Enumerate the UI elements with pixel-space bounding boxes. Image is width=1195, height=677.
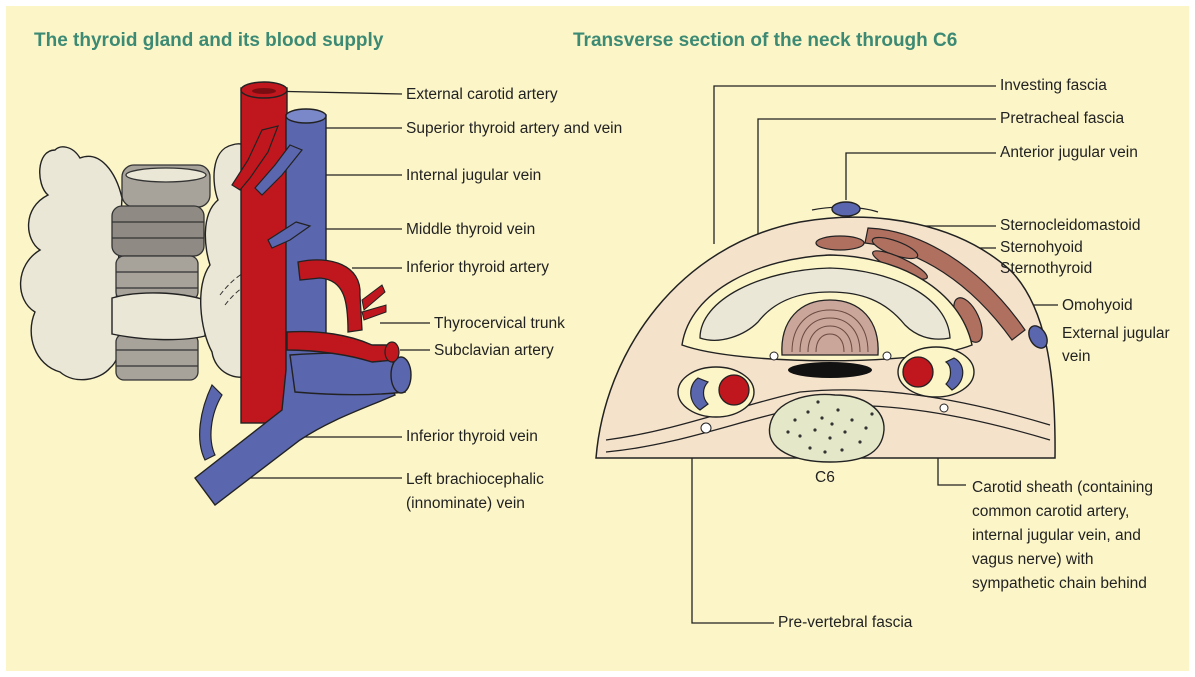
subclavian-artery-opening	[385, 342, 399, 362]
label-inferior-thyroid-artery: Inferior thyroid artery	[406, 256, 549, 280]
leader-prevertebral-fascia	[692, 450, 774, 623]
jugular-opening	[286, 109, 326, 123]
label-carotid-sheath-line3: internal jugular vein, and	[972, 524, 1141, 548]
recurrent-nerve-left	[770, 352, 778, 360]
label-middle-thyroid-vein: Middle thyroid vein	[406, 218, 535, 242]
anterior-jugular-vein	[832, 202, 860, 216]
thyroid-isthmus	[112, 293, 205, 340]
label-carotid-sheath-line5: sympathetic chain behind	[972, 572, 1147, 596]
label-sternothyroid: Sternothyroid	[1000, 257, 1092, 281]
label-carotid-sheath-line2: common carotid artery,	[972, 500, 1129, 524]
sympathetic-chain-left	[701, 423, 711, 433]
label-brachiocephalic-line2: (innominate) vein	[406, 492, 525, 516]
label-omohyoid: Omohyoid	[1062, 294, 1133, 318]
label-carotid-sheath-line1: Carotid sheath (containing	[972, 476, 1153, 500]
carotid-artery-left	[719, 375, 749, 405]
trachea-rings	[112, 165, 210, 380]
left-thyroid-lobe	[21, 147, 122, 380]
carotid-artery-right	[903, 357, 933, 387]
subclavian-vein-opening	[391, 357, 411, 393]
label-thyrocervical-trunk: Thyrocervical trunk	[434, 312, 565, 336]
label-external-jugular-line1: External jugular	[1062, 322, 1170, 346]
label-superior-thyroid: Superior thyroid artery and vein	[406, 117, 622, 141]
oesophagus	[788, 362, 872, 378]
label-c6: C6	[815, 466, 835, 490]
label-sternocleidomastoid: Sternocleidomastoid	[1000, 214, 1140, 238]
leader-anterior-jugular	[846, 153, 996, 200]
label-anterior-jugular-vein: Anterior jugular vein	[1000, 141, 1138, 165]
sympathetic-chain-right	[940, 404, 948, 412]
label-pretracheal-fascia: Pretracheal fascia	[1000, 107, 1124, 131]
label-brachiocephalic-line1: Left brachiocephalic	[406, 468, 544, 492]
sternohyoid-left	[816, 236, 864, 250]
label-subclavian-artery: Subclavian artery	[434, 339, 554, 363]
label-carotid-sheath-line4: vagus nerve) with	[972, 548, 1093, 572]
carotid-lumen	[252, 88, 276, 94]
thyrocervical-branches	[362, 285, 386, 320]
label-external-jugular-line2: vein	[1062, 345, 1090, 369]
label-investing-fascia: Investing fascia	[1000, 74, 1107, 98]
recurrent-nerve-right	[883, 352, 891, 360]
label-prevertebral-fascia: Pre-vertebral fascia	[778, 611, 912, 635]
label-inferior-thyroid-vein: Inferior thyroid vein	[406, 425, 538, 449]
inferior-thyroid-vein	[200, 385, 222, 460]
label-internal-jugular-vein: Internal jugular vein	[406, 164, 541, 188]
label-external-carotid-artery: External carotid artery	[406, 83, 558, 107]
